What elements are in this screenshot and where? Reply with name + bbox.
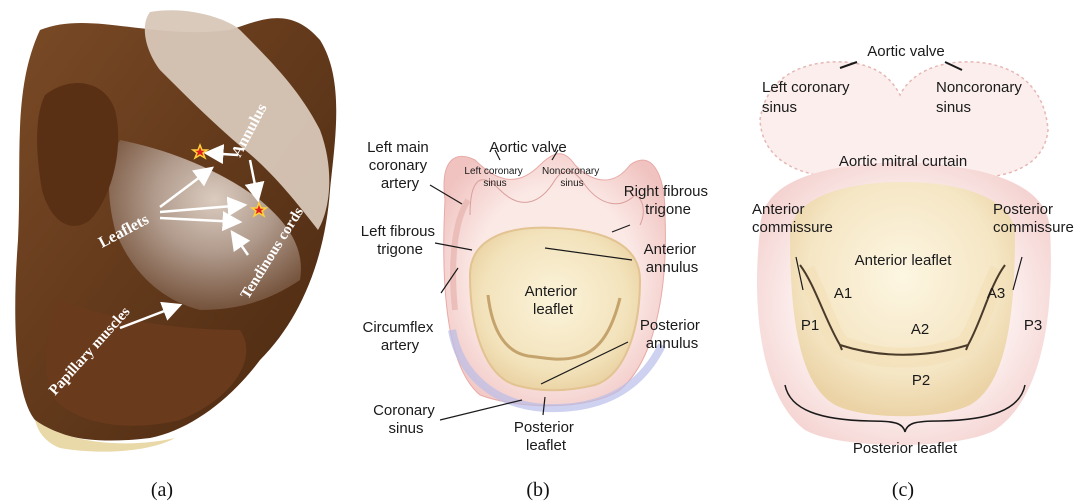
panel-b: Left main coronary artery Aortic valve L…	[361, 139, 712, 501]
anterior-annulus-label: Anterior annulus	[644, 241, 701, 276]
scallop-p3-label: P3	[1024, 317, 1042, 334]
coronary-sinus-label: Coronary sinus	[373, 402, 439, 437]
scallop-a1-label: A1	[834, 285, 852, 302]
posterior-leaflet-label-b: Posterior leaflet	[514, 419, 578, 454]
anterior-leaflet-label-c: Anterior leaflet	[855, 252, 953, 269]
panel-a: Annulus Leaflets Tendinous cords Papilla…	[15, 10, 336, 501]
scallop-p1-label: P1	[801, 317, 819, 334]
anterior-leaflet-label-b: Anterior leaflet	[525, 283, 582, 318]
scallop-a3-label: A3	[987, 285, 1005, 302]
aortic-valve-label-b: Aortic valve	[489, 139, 567, 156]
posterior-annulus-label: Posterior annulus	[640, 317, 704, 352]
caption-c: (c)	[892, 479, 914, 501]
circumflex-artery-label: Circumflex artery	[362, 319, 437, 354]
scallop-a2-label: A2	[911, 321, 929, 338]
scallop-p2-label: P2	[912, 372, 930, 389]
left-main-coronary-artery-label: Left main coronary artery	[367, 139, 433, 192]
aortic-valve-label-c: Aortic valve	[867, 43, 945, 60]
left-fibrous-trigone-label: Left fibrous trigone	[361, 223, 439, 258]
aortic-mitral-curtain-label: Aortic mitral curtain	[839, 153, 967, 170]
posterior-commissure-label: Posterior commissure	[993, 201, 1074, 236]
posterior-leaflet-label-c: Posterior leaflet	[853, 440, 958, 457]
panel-c: Aortic valve Left coronary sinus Noncoro…	[752, 43, 1074, 501]
caption-b: (b)	[526, 479, 549, 501]
caption-a: (a)	[151, 479, 173, 501]
